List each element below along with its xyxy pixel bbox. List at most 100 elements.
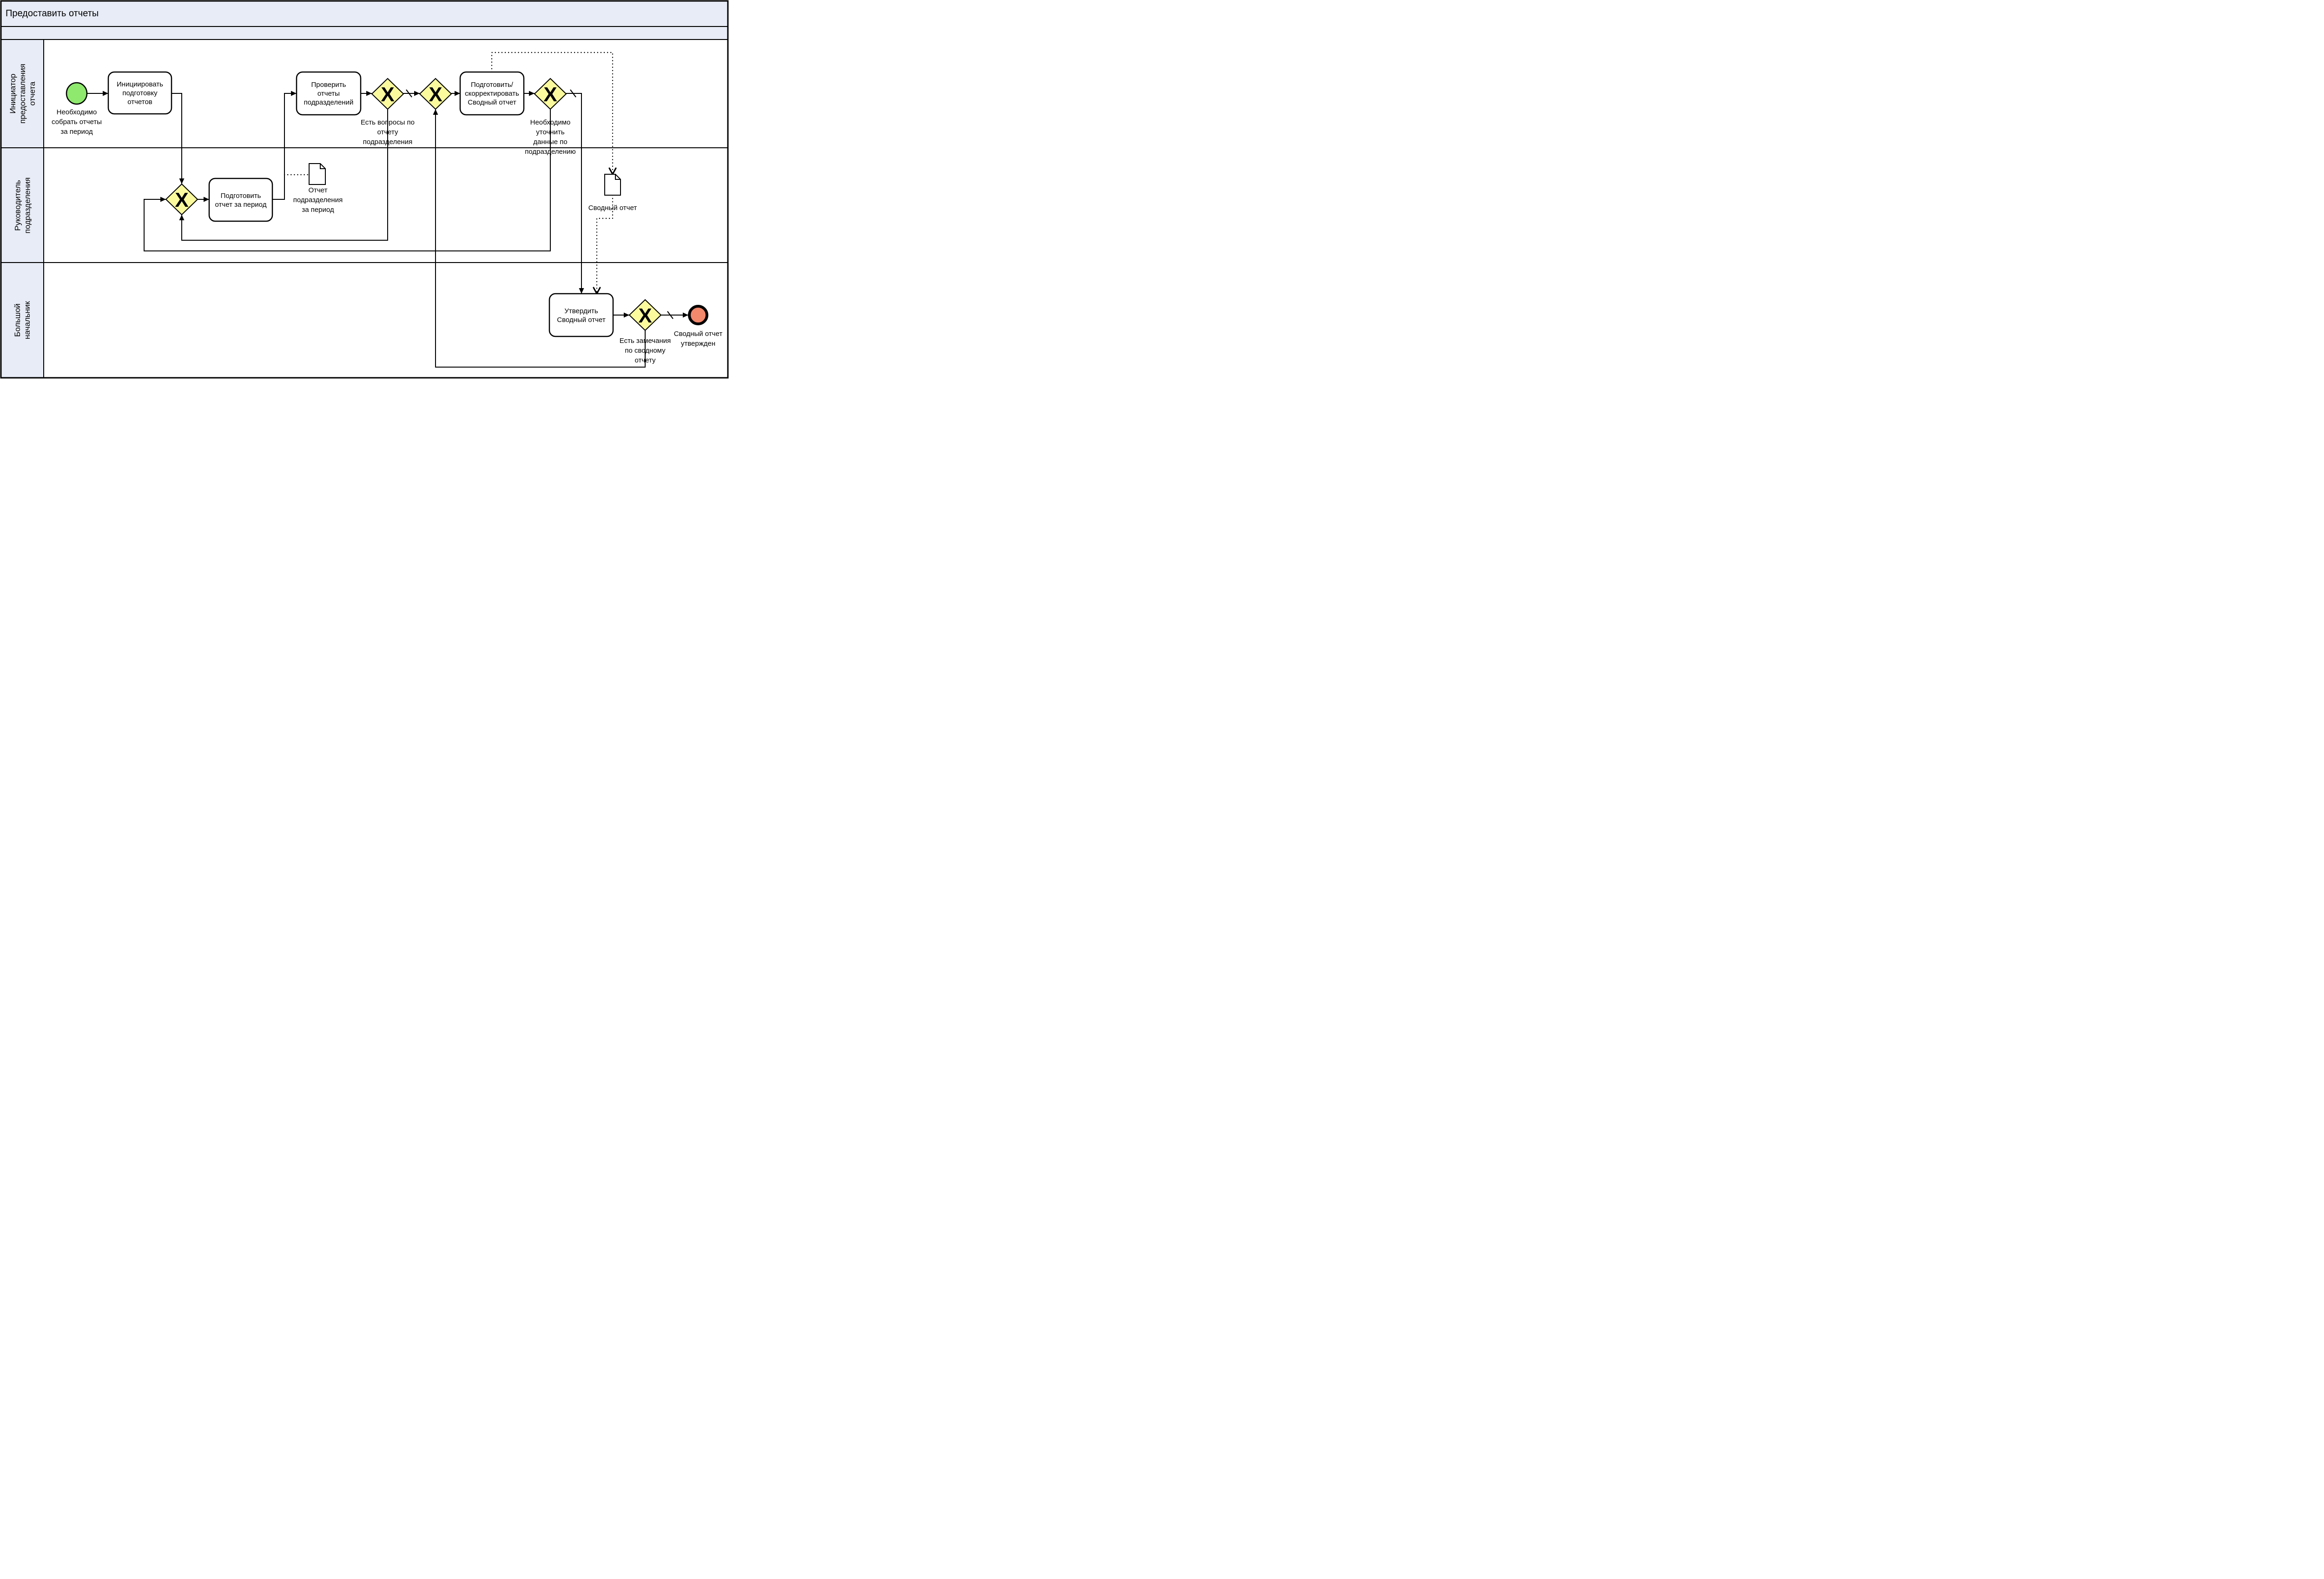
task-prepare-period-report-shape [208, 178, 273, 222]
pool-title[interactable]: Предоставить отчеты [6, 8, 99, 19]
task-initiate-reports-shape [107, 71, 172, 115]
flow-remarks-to-end[interactable] [661, 311, 688, 319]
pool-outline [0, 0, 729, 379]
lane-label-department-head[interactable]: Руководитель подразделения [1, 148, 44, 263]
document-icon[interactable] [604, 174, 621, 196]
arrowhead-icon [103, 91, 108, 96]
lane-label-initiator[interactable]: Инициатор предоставления отчета [1, 39, 44, 148]
flow-prepare-to-check-line[interactable] [272, 93, 297, 200]
gateway-merge-period-shape[interactable] [165, 183, 198, 216]
default-flow-slash-icon [406, 89, 412, 98]
arrowhead-icon [529, 91, 535, 96]
default-flow-slash-icon [667, 311, 673, 319]
lane-initiator-label-cell [0, 39, 44, 148]
arrowhead-icon [683, 312, 688, 318]
flow-questions-loop[interactable] [179, 109, 388, 241]
doc-consolidated-report[interactable]: Сводный отчет [588, 174, 637, 212]
doc-consolidated-report-label: Сводный отчет [588, 204, 637, 212]
lane-label-big-boss[interactable]: Большой начальник [1, 263, 44, 378]
flow-consolidated-to-clarify[interactable] [524, 91, 535, 96]
gateway-questions-shape[interactable] [371, 78, 404, 110]
lane-label-initiator-text: Инициатор предоставления отчета [8, 64, 37, 124]
arrowhead-icon [179, 178, 185, 184]
task-check-reports-shape [296, 71, 362, 116]
xor-marker-icon: X [381, 83, 394, 106]
flow-clarify-to-approve[interactable] [566, 89, 584, 294]
pool-title-band [0, 0, 728, 27]
flows [87, 52, 688, 368]
flow-remarks-loop[interactable] [433, 109, 646, 368]
xor-marker-icon: X [543, 83, 557, 106]
flow-clarify-loop[interactable] [144, 109, 551, 251]
lane-department-head-label-cell [0, 147, 44, 263]
flow-remarks-loop-line[interactable] [435, 109, 646, 368]
flow-start-to-initiate[interactable] [87, 91, 108, 96]
xor-marker-icon: X [175, 189, 188, 211]
arrowhead-icon [624, 312, 629, 318]
task-prepare-consolidated-shape [459, 71, 525, 116]
gateway-merge-rework-shape[interactable] [419, 78, 452, 110]
start-event-icon[interactable] [66, 82, 88, 105]
arrowhead-icon [433, 109, 438, 115]
assoc-consolidated-to-doc-line[interactable] [491, 52, 614, 174]
document-icon[interactable] [309, 163, 326, 185]
xor-marker-icon: X [429, 83, 442, 106]
flow-approve-to-remarks[interactable] [613, 312, 629, 318]
arrowhead-icon [455, 91, 460, 96]
flow-merge-to-consolidated[interactable] [451, 91, 460, 96]
flow-check-to-questions[interactable] [361, 91, 372, 96]
arrowhead-icon [291, 91, 297, 96]
default-flow-slash-icon [570, 89, 576, 98]
lane-big-boss-content [43, 262, 728, 378]
arrowhead-icon [366, 91, 372, 96]
pool-subtitle-band [0, 26, 728, 40]
arrowhead-icon [204, 197, 209, 202]
gateway-merge-period[interactable]: X [165, 183, 198, 216]
flow-questions-loop-line[interactable] [181, 109, 388, 241]
flow-prepare-to-check[interactable] [272, 91, 297, 200]
gateway-merge-rework[interactable]: X [419, 78, 452, 110]
gateway-clarify-shape[interactable] [534, 78, 567, 110]
flow-clarify-to-approve-line[interactable] [566, 93, 582, 294]
flow-questions-to-merge[interactable] [403, 89, 420, 98]
task-approve-consolidated-shape [548, 293, 614, 337]
arrowhead-icon [579, 288, 584, 294]
xor-marker-icon: X [638, 304, 652, 327]
flow-initiate-to-merge-period-line[interactable] [172, 93, 182, 184]
flow-merge-period-to-prepare[interactable] [198, 197, 209, 202]
flow-clarify-loop-line[interactable] [144, 109, 551, 251]
arrowhead-icon [160, 197, 166, 202]
lane-label-department-head-text: Руководитель подразделения [13, 177, 32, 233]
end-event-icon[interactable] [688, 305, 708, 325]
flow-initiate-to-merge-period[interactable] [172, 93, 185, 184]
assoc-doc-to-approve-line[interactable] [596, 194, 614, 294]
arrowhead-icon [179, 215, 185, 220]
gateway-remarks-shape[interactable] [628, 299, 662, 331]
lane-department-head-content [43, 147, 728, 263]
lane-label-big-boss-text: Большой начальник [13, 301, 32, 339]
